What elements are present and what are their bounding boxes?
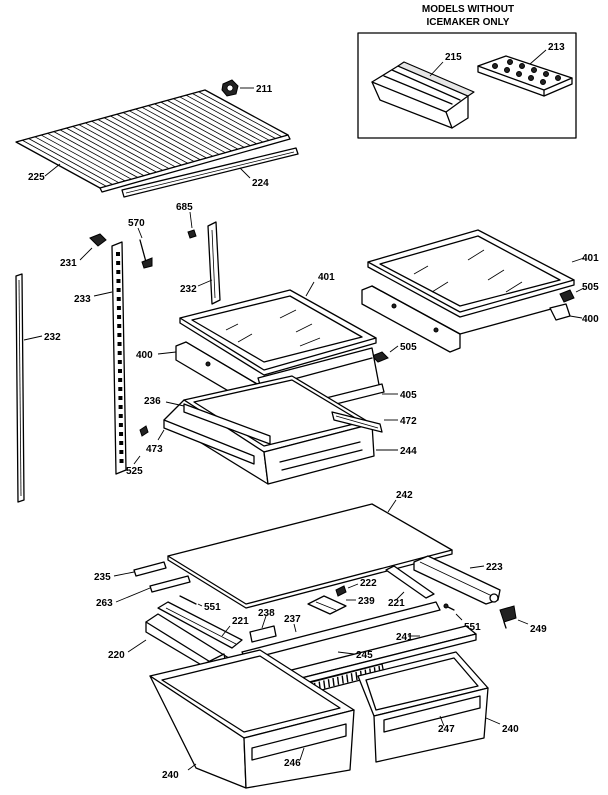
label-401-center: 401 (318, 272, 335, 283)
shelf-trim-224 (121, 147, 299, 198)
bracket-239 (307, 595, 347, 615)
knob-211 (221, 79, 239, 97)
label-236: 236 (144, 396, 161, 407)
inset-title-line1: MODELS WITHOUT (422, 4, 514, 15)
label-473: 473 (146, 444, 163, 455)
label-400-center: 400 (136, 350, 153, 361)
screw-551-right (443, 603, 455, 611)
label-225: 225 (28, 172, 45, 183)
label-551-right: 551 (464, 622, 481, 633)
label-263: 263 (96, 598, 113, 609)
drawer-rail-236 (183, 403, 271, 445)
shelf-frame-400-right (361, 285, 571, 353)
label-505-right: 505 (582, 282, 599, 293)
label-400-right: 400 (582, 314, 599, 325)
ladder-rail-233 (111, 241, 127, 475)
label-505-center: 505 (400, 342, 417, 353)
wire-shelf-225 (15, 89, 291, 193)
clip-525 (139, 425, 149, 437)
cap-231 (89, 233, 107, 247)
rail-232-left (15, 273, 25, 503)
label-220: 220 (108, 650, 125, 661)
bracket-249 (499, 605, 517, 629)
glass-shelf-242 (167, 503, 453, 609)
label-570: 570 (128, 218, 145, 229)
label-213: 213 (548, 42, 565, 53)
label-685: 685 (176, 202, 193, 213)
label-242: 242 (396, 490, 413, 501)
label-221-left: 221 (232, 616, 249, 627)
label-233: 233 (74, 294, 91, 305)
label-525: 525 (126, 466, 143, 477)
label-235: 235 (94, 572, 111, 583)
drawer-slide-473 (163, 419, 255, 465)
label-237: 237 (284, 614, 301, 625)
rail-221-right (385, 565, 435, 599)
label-247: 247 (438, 724, 455, 735)
clip-505-right (559, 289, 575, 303)
label-240-right: 240 (502, 724, 519, 735)
ice-tray-213 (477, 55, 573, 97)
inset-box: MODELS WITHOUT ICEMAKER ONLY 215 213 (357, 4, 577, 139)
rail-223 (413, 555, 501, 605)
label-223: 223 (486, 562, 503, 573)
label-224: 224 (252, 178, 269, 189)
label-239: 239 (358, 596, 375, 607)
drawer-slide-472 (331, 411, 383, 433)
label-211: 211 (256, 84, 273, 95)
label-551-left: 551 (204, 602, 221, 613)
clip-685 (187, 229, 197, 239)
crisper-drawer-240-left (149, 649, 355, 789)
label-246: 246 (284, 758, 301, 769)
rail-221-left (157, 601, 243, 649)
label-231: 231 (60, 258, 77, 269)
label-232-left: 232 (44, 332, 61, 343)
label-238: 238 (258, 608, 275, 619)
strip-263 (149, 575, 191, 593)
label-222: 222 (360, 578, 377, 589)
ice-bin-215 (371, 61, 475, 129)
crisper-drawer-240-right (357, 651, 489, 763)
label-232-center: 232 (180, 284, 197, 295)
label-240-left: 240 (162, 770, 179, 781)
label-249: 249 (530, 624, 547, 635)
inset-title-line2: ICEMAKER ONLY (427, 17, 510, 28)
screw-570 (139, 239, 153, 269)
clip-505-center (371, 351, 389, 363)
label-472: 472 (400, 416, 417, 427)
screw-551-left (179, 595, 197, 605)
label-221-right: 221 (388, 598, 405, 609)
label-241: 241 (396, 632, 413, 643)
label-215: 215 (445, 52, 462, 63)
strip-235 (133, 561, 167, 577)
piece-238 (249, 625, 277, 643)
glass-shelf-401-center (179, 289, 377, 376)
label-245: 245 (356, 650, 373, 661)
label-244: 244 (400, 446, 417, 457)
label-405: 405 (400, 390, 417, 401)
rail-232-center (207, 221, 221, 305)
clip-222 (335, 585, 347, 597)
glass-shelf-401-right (367, 229, 575, 318)
label-401-right: 401 (582, 253, 599, 264)
